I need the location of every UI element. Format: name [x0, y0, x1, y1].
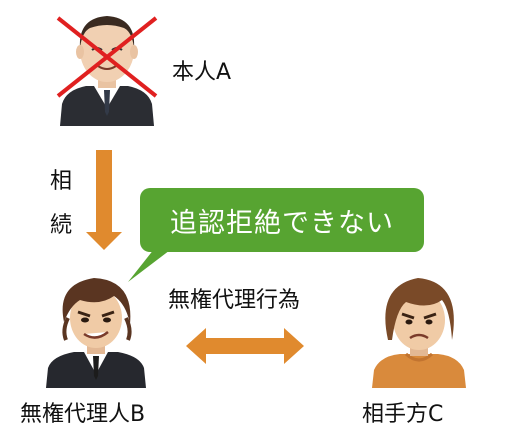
bidirectional-arrow — [186, 328, 304, 364]
callout-tail — [128, 244, 178, 282]
callout-bubble: 追認拒絶できない — [140, 188, 424, 252]
agent-figure — [46, 278, 146, 388]
principal-label: 本人A — [172, 60, 232, 85]
agent-label: 無権代理人B — [20, 402, 146, 427]
inheritance-label-char: 続 — [49, 213, 72, 238]
principal-figure — [56, 16, 158, 126]
callout-text: 追認拒絶できない — [170, 207, 394, 239]
unauthorized-act-label: 無権代理行為 — [168, 288, 301, 313]
counterparty-figure — [372, 278, 466, 388]
inheritance-label: 相 続 — [48, 160, 74, 248]
inheritance-label-char: 相 — [49, 169, 72, 194]
inheritance-arrow — [86, 150, 122, 250]
counterparty-label: 相手方C — [362, 402, 444, 427]
